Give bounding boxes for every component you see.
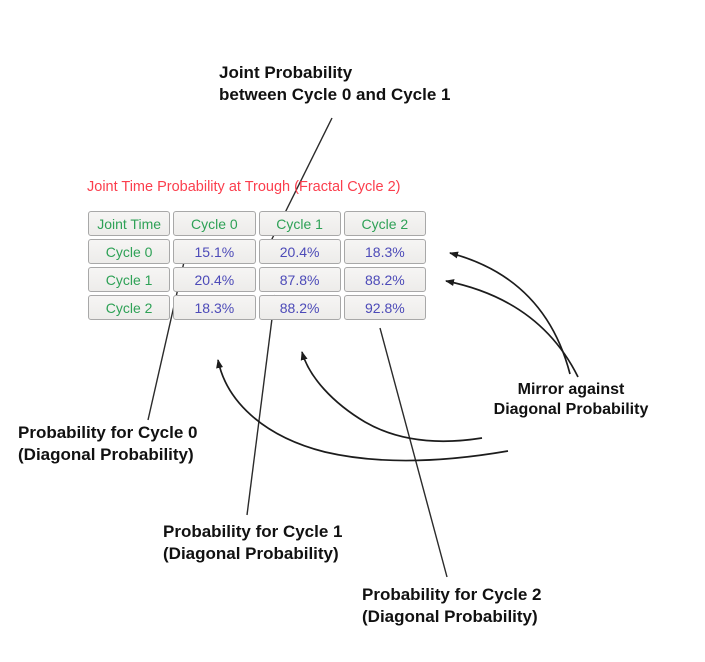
- mirror-arrow-row-cycle0: [449, 251, 571, 375]
- cell-c2-c1: 88.2%: [258, 295, 341, 320]
- joint-probability-table: Joint Time Cycle 0 Cycle 1 Cycle 2 Cycle…: [85, 208, 429, 323]
- callout-line-cycle1-diagonal: [246, 294, 276, 516]
- cell-c1-c1: 87.8%: [258, 267, 341, 292]
- cell-c1-c0: 20.4%: [173, 267, 256, 292]
- cell-c2-c0: 18.3%: [173, 295, 256, 320]
- table-header-row: Joint Time Cycle 0 Cycle 1 Cycle 2: [88, 211, 426, 236]
- note-probability-cycle0: Probability for Cycle 0 (Diagonal Probab…: [18, 423, 198, 464]
- row-label-cycle2: Cycle 2: [88, 295, 171, 320]
- header-cycle2: Cycle 2: [343, 211, 426, 236]
- mirror-arrow-col-cycle1: [300, 351, 483, 443]
- mirror-arrow-row-cycle1: [445, 279, 579, 378]
- table-title: Joint Time Probability at Trough (Fracta…: [87, 179, 401, 195]
- table-row-cycle1: Cycle 1 20.4% 87.8% 88.2%: [88, 267, 426, 292]
- header-joint-time: Joint Time: [88, 211, 171, 236]
- cell-c0-c2: 18.3%: [343, 239, 426, 264]
- row-label-cycle1: Cycle 1: [88, 267, 171, 292]
- table-row-cycle0: Cycle 0 15.1% 20.4% 18.3%: [88, 239, 426, 264]
- cell-c0-c1: 20.4%: [258, 239, 341, 264]
- note-mirror-diagonal: Mirror against Diagonal Probability: [493, 381, 649, 418]
- cell-c0-c0: 15.1%: [173, 239, 256, 264]
- cell-c2-c2: 92.8%: [343, 295, 426, 320]
- header-cycle0: Cycle 0: [173, 211, 256, 236]
- header-cycle1: Cycle 1: [258, 211, 341, 236]
- cell-c1-c2: 88.2%: [343, 267, 426, 292]
- table-row-cycle2: Cycle 2 18.3% 88.2% 92.8%: [88, 295, 426, 320]
- callout-line-cycle2-diagonal: [379, 327, 448, 578]
- note-probability-cycle2: Probability for Cycle 2 (Diagonal Probab…: [362, 585, 542, 626]
- note-joint-probability: Joint Probability between Cycle 0 and Cy…: [219, 63, 451, 104]
- note-probability-cycle1: Probability for Cycle 1 (Diagonal Probab…: [163, 522, 343, 563]
- row-label-cycle0: Cycle 0: [88, 239, 171, 264]
